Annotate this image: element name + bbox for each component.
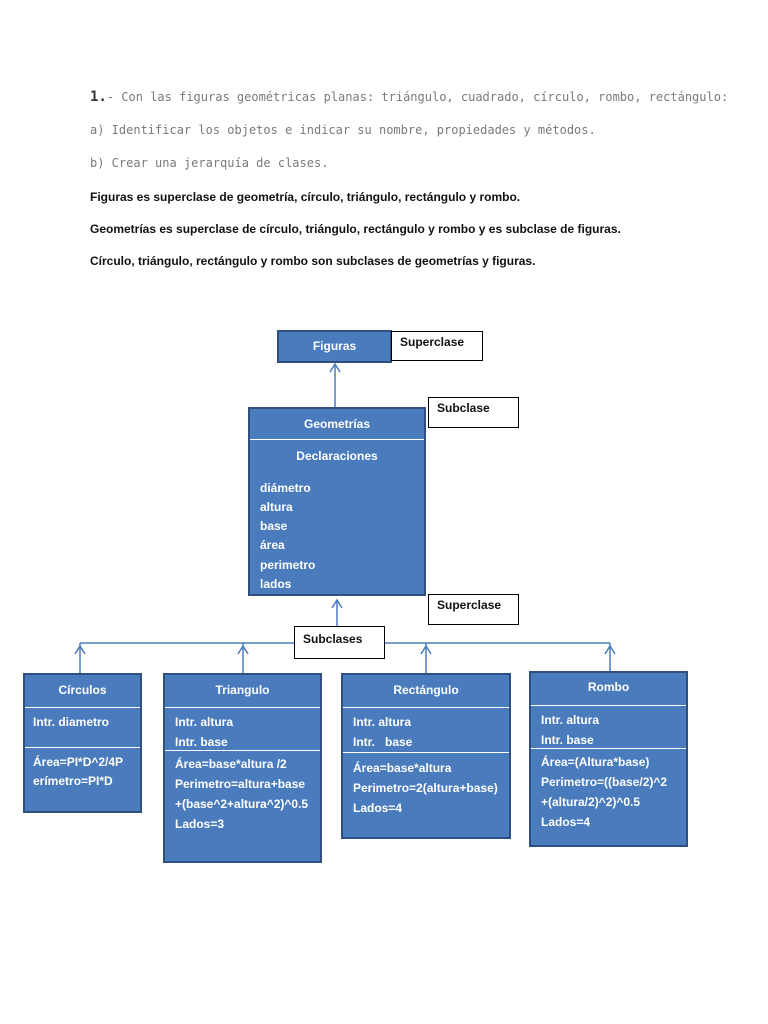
rombo-method: Lados=4 xyxy=(541,815,591,829)
class-triangulo-title: Triangulo xyxy=(215,683,270,697)
geometrias-item: diámetro xyxy=(260,481,311,495)
class-geometrias-title: Geometrías xyxy=(303,417,371,431)
item-b: b) Crear una jerarquía de clases. xyxy=(90,156,329,170)
rectangulo-attr: Intr. altura xyxy=(353,715,412,729)
geometrias-item: altura xyxy=(260,500,293,514)
label-subclases: Subclases xyxy=(294,626,385,659)
rectangulo-method: Perimetro=2(altura+base) xyxy=(353,781,498,795)
statement-2: Geometrías es superclase de círculo, tri… xyxy=(90,222,621,236)
triangulo-attr: Intr. base xyxy=(175,735,228,749)
circulos-method: Área=PI*D^2/4P xyxy=(33,755,124,769)
rombo-method: +(altura/2)^2)^0.5 xyxy=(541,795,641,809)
rombo-attr: Intr. altura xyxy=(541,713,600,727)
geometrias-divider xyxy=(250,439,424,440)
circulos-attr: Intr. diametro xyxy=(33,715,110,729)
geometrias-section-title: Declaraciones xyxy=(296,449,378,463)
class-circulos-title: Círculos xyxy=(58,683,107,697)
rectangulo-attr: Intr. base xyxy=(353,735,413,749)
triangulo-method: Perimetro=altura+base xyxy=(175,777,306,791)
rectangulo-divider-2 xyxy=(343,752,509,753)
statement-1: Figuras es superclase de geometría, círc… xyxy=(90,190,521,204)
rectangulo-divider-1 xyxy=(343,707,509,708)
rombo-attr: Intr. base xyxy=(541,733,594,747)
statement-3: Círculo, triángulo, rectángulo y rombo s… xyxy=(90,254,536,268)
triangulo-divider-1 xyxy=(165,707,320,708)
rombo-divider-2 xyxy=(531,748,686,749)
triangulo-attr: Intr. altura xyxy=(175,715,234,729)
triangulo-divider-2 xyxy=(165,750,320,751)
class-rombo: Rombo Intr. altura Intr. base Área=(Altu… xyxy=(529,671,688,847)
circulos-divider-1 xyxy=(25,707,140,708)
label-superclase-mid: Superclase xyxy=(428,594,519,625)
rectangulo-method: Área=base*altura xyxy=(353,761,452,775)
geometrias-item: perimetro xyxy=(260,558,316,572)
question-line: 1.- Con las figuras geométricas planas: … xyxy=(90,89,728,105)
item-a: a) Identificar los objetos e indicar su … xyxy=(90,123,596,137)
class-triangulo: Triangulo Intr. altura Intr. base Área=b… xyxy=(163,673,322,863)
question-number: 1. xyxy=(90,89,107,105)
class-figuras-title: Figuras xyxy=(312,339,357,353)
question-text: - Con las figuras geométricas planas: tr… xyxy=(106,90,729,104)
class-geometrias: Geometrías Declaraciones diámetro altura… xyxy=(248,407,426,596)
circulos-divider-2 xyxy=(25,747,140,748)
circulos-method: erímetro=PI*D xyxy=(33,774,113,788)
triangulo-method: +(base^2+altura^2)^0.5 xyxy=(175,797,309,811)
rombo-divider-1 xyxy=(531,705,686,706)
class-rectangulo-title: Rectángulo xyxy=(393,683,459,697)
label-subclase: Subclase xyxy=(428,397,519,428)
triangulo-method: Lados=3 xyxy=(175,817,225,831)
class-rombo-title: Rombo xyxy=(587,680,630,694)
class-figuras: Figuras xyxy=(277,330,392,363)
geometrias-item: área xyxy=(260,538,285,552)
geometrias-item: base xyxy=(260,519,288,533)
rombo-method: Área=(Altura*base) xyxy=(541,755,650,769)
label-superclase-top: Superclase xyxy=(391,331,483,361)
triangulo-method: Área=base*altura /2 xyxy=(175,757,287,771)
class-circulos: Círculos Intr. diametro Área=PI*D^2/4P e… xyxy=(23,673,142,813)
rectangulo-method: Lados=4 xyxy=(353,801,403,815)
rombo-method: Perimetro=((base/2)^2 xyxy=(541,775,668,789)
geometrias-item: lados xyxy=(260,577,292,591)
class-rectangulo: Rectángulo Intr. altura Intr. base Área=… xyxy=(341,673,511,839)
